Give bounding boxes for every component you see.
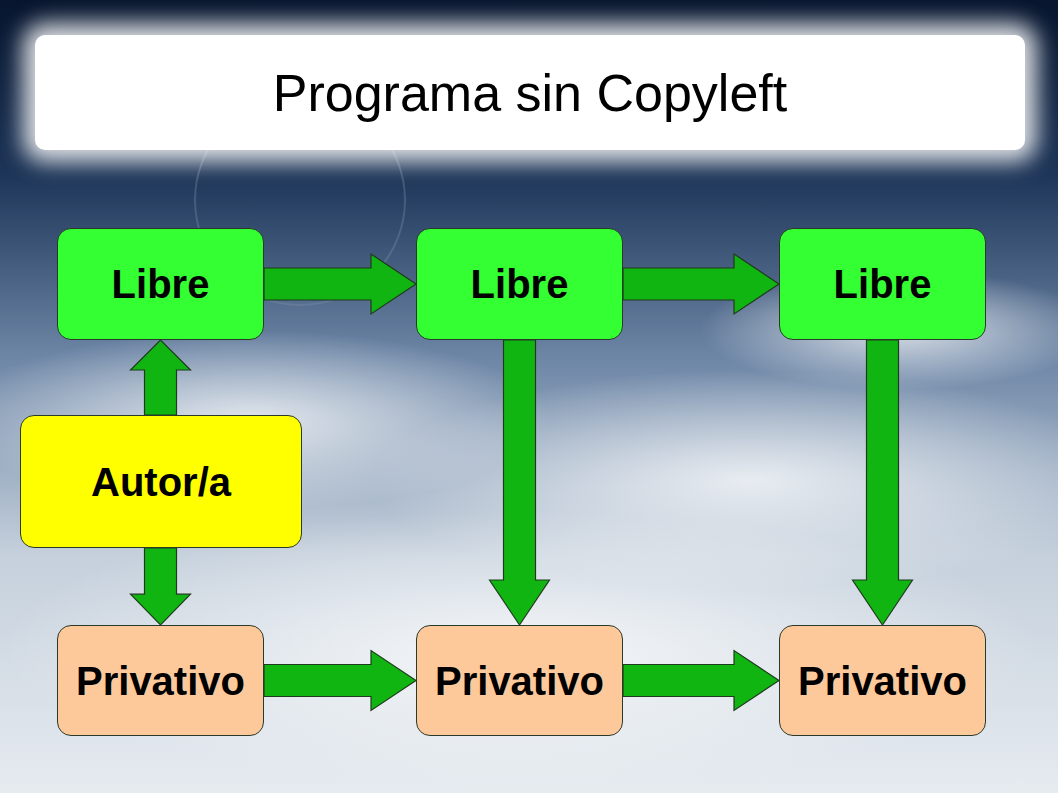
title-banner: Programa sin Copyleft xyxy=(35,35,1025,150)
title: Programa sin Copyleft xyxy=(273,63,787,123)
author-box: Autor/a xyxy=(20,415,302,548)
block-arrow xyxy=(131,340,191,415)
proprietary-box: Privativo xyxy=(779,625,986,736)
box-label: Libre xyxy=(112,261,210,307)
proprietary-box: Privativo xyxy=(416,625,623,736)
box-label: Privativo xyxy=(435,658,604,704)
block-arrow xyxy=(853,340,913,625)
free-box: Libre xyxy=(416,228,623,340)
box-label: Privativo xyxy=(76,658,245,704)
block-arrow xyxy=(264,651,416,711)
box-label: Libre xyxy=(834,261,932,307)
box-label: Autor/a xyxy=(91,459,231,505)
block-arrow xyxy=(131,548,191,625)
block-arrow xyxy=(264,254,416,314)
block-arrow xyxy=(623,651,779,711)
block-arrow xyxy=(623,254,779,314)
block-arrow xyxy=(490,340,550,625)
box-label: Libre xyxy=(471,261,569,307)
free-box: Libre xyxy=(57,228,264,340)
proprietary-box: Privativo xyxy=(57,625,264,736)
box-label: Privativo xyxy=(798,658,967,704)
free-box: Libre xyxy=(779,228,986,340)
